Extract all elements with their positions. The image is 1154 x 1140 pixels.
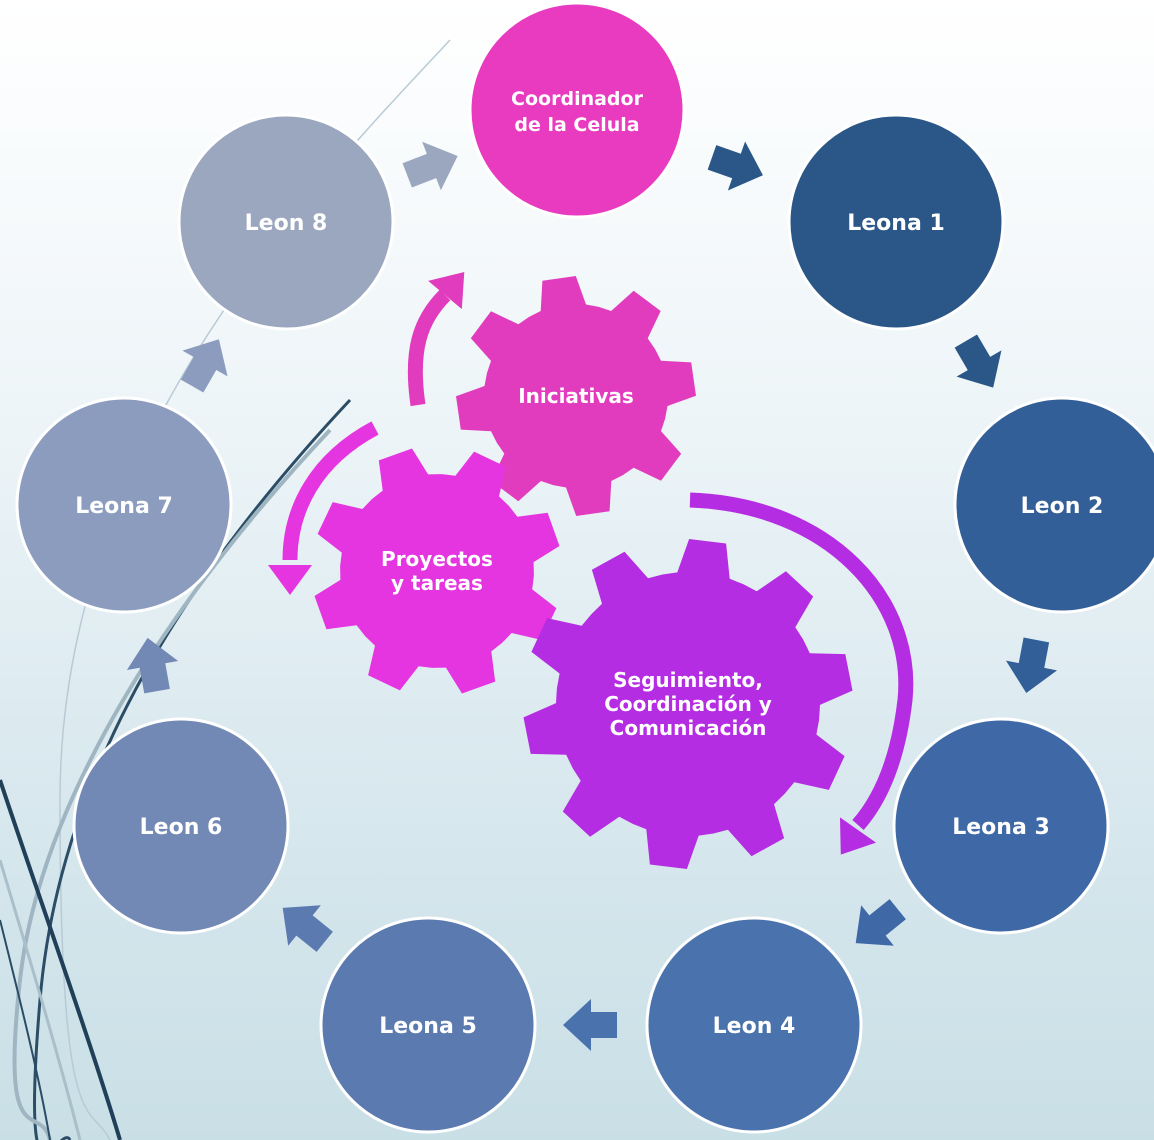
- circle-label: Coordinador: [511, 88, 644, 110]
- curved-arrow-iniciativas: [407, 272, 465, 407]
- circle-label: Leon 8: [245, 211, 328, 236]
- cycle-arrow: [126, 637, 179, 694]
- gear-label: Coordinación y: [604, 692, 772, 716]
- cycle-arrow: [855, 899, 906, 946]
- circle-label: de la Celula: [514, 114, 639, 136]
- cycle-arrow: [402, 141, 458, 191]
- gear-label: Proyectos: [381, 547, 493, 571]
- circle-label: Leon 4: [713, 1014, 796, 1039]
- cycle-arrow: [954, 334, 1002, 388]
- circle-label: Leona 7: [75, 494, 173, 519]
- circle-label: Leona 1: [847, 211, 945, 236]
- gear-iniciativas: Iniciativas: [456, 276, 696, 516]
- gear-label: Iniciativas: [518, 384, 634, 408]
- member-circle-6: Leon 6: [72, 717, 290, 935]
- circle-label: Leona 3: [952, 815, 1050, 840]
- cycle-arrow: [563, 999, 617, 1051]
- swoosh-line: [0, 859, 82, 1140]
- swoosh-line: [0, 779, 122, 1140]
- circle-label: Leona 5: [379, 1014, 477, 1039]
- curved-arrow-proyectos: [268, 421, 379, 595]
- coordinator-circle: Coordinador de la Celula: [468, 1, 686, 219]
- gear-label: y tareas: [391, 571, 483, 595]
- gear-icon: [523, 539, 853, 869]
- member-circle-3: Leona 3: [892, 717, 1110, 935]
- member-circle-2: Leon 2: [953, 396, 1154, 614]
- member-circle-5: Leona 5: [319, 916, 537, 1134]
- curved-arrows: [268, 272, 914, 855]
- decorative-swooshes: [0, 39, 451, 1140]
- member-circle-7: Leona 7: [15, 396, 233, 614]
- cycle-arrow: [1005, 637, 1058, 694]
- swoosh-line: [0, 919, 51, 1140]
- swoosh-line: [12, 428, 332, 1140]
- cycle-arrow: [180, 339, 228, 393]
- member-circle-1: Leona 1: [787, 113, 1005, 331]
- cycle-arrow: [282, 905, 333, 952]
- curved-arrow-seguimiento: [689, 492, 914, 855]
- gear-icon: [314, 448, 560, 694]
- gear-icon: [456, 276, 696, 516]
- cycle-arrows: [126, 141, 1058, 1051]
- circle-label: Leon 6: [140, 815, 223, 840]
- gear-label: Comunicación: [610, 716, 767, 740]
- member-circle-8: Leon 8: [177, 113, 395, 331]
- circle-label: Leon 2: [1021, 494, 1104, 519]
- cycle-arrow: [707, 141, 763, 191]
- member-circle-4: Leon 4: [645, 916, 863, 1134]
- gear-label: Seguimiento,: [613, 668, 763, 692]
